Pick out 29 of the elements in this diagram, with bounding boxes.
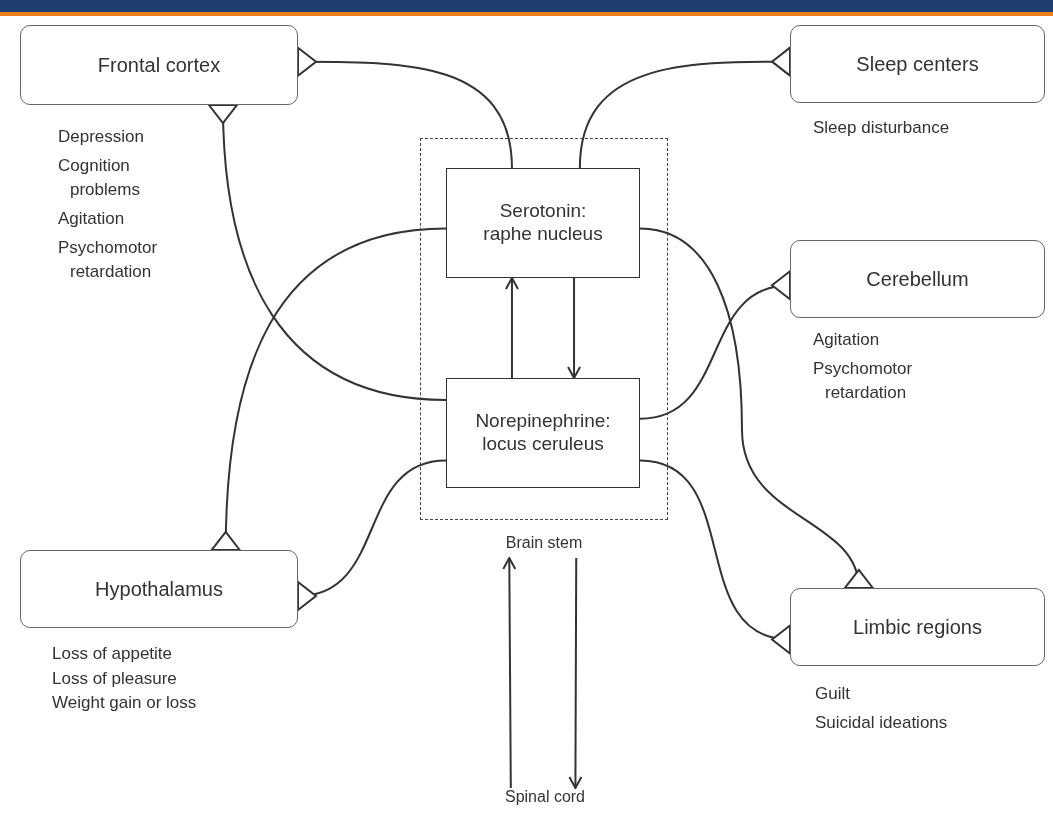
node-label: Spinal cord	[450, 788, 640, 814]
region-box: Sleep centers	[790, 25, 1045, 103]
group-label: Brain stem	[504, 534, 584, 552]
nucleus-box: Serotonin: raphe nucleus	[446, 168, 640, 278]
symptom-text: Loss of appetite	[52, 643, 174, 665]
symptom-text: Psychomotor retardation	[813, 357, 914, 405]
arrow	[502, 557, 517, 789]
region-box: Cerebellum	[790, 240, 1045, 318]
symptom-text: Loss of pleasure	[52, 667, 178, 690]
symptom-text: Guilt	[815, 683, 851, 705]
symptom-text: Agitation	[58, 207, 126, 230]
nucleus-box: Norepinephrine: locus ceruleus	[446, 378, 640, 488]
region-box: Hypothalamus	[20, 550, 298, 628]
symptom-text: Suicidal ideations	[815, 711, 949, 734]
region-box: Limbic regions	[790, 588, 1045, 666]
symptom-text: Cognition problems	[58, 154, 141, 202]
symptom-text: Weight gain or loss	[52, 692, 198, 715]
symptom-text: Depression	[58, 126, 145, 148]
arrow	[567, 277, 582, 379]
arrow	[568, 557, 583, 789]
synapse-connector	[578, 46, 792, 169]
symptom-text: Psychomotor retardation	[58, 236, 159, 284]
synapse-connector	[297, 46, 513, 169]
region-box: Frontal cortex	[20, 25, 298, 105]
synapse-connector	[210, 227, 447, 552]
symptom-text: Agitation	[813, 329, 881, 351]
symptom-text: Sleep disturbance	[813, 117, 951, 139]
synapse-connector	[207, 103, 447, 401]
arrow	[504, 277, 519, 379]
